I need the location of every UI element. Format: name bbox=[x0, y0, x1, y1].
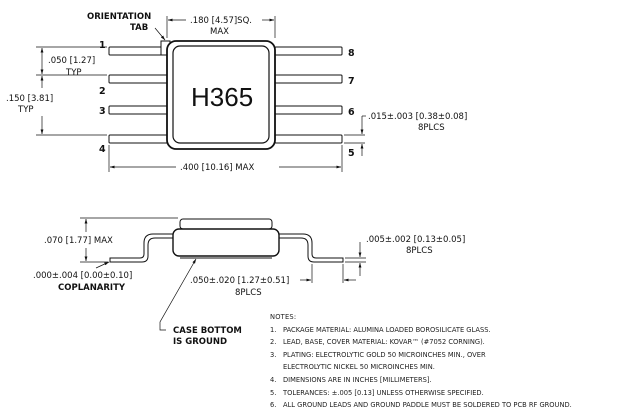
note-number: 2. bbox=[270, 338, 277, 347]
orientation-tab-label-line1: ORIENTATION bbox=[87, 12, 151, 22]
lead-6 bbox=[274, 105, 343, 115]
note-item: 6. ALL GROUND LEADS AND GROUND PADDLE MUS… bbox=[270, 399, 630, 412]
note-number: 6. bbox=[270, 401, 277, 410]
orientation-tab-leader bbox=[154, 27, 166, 41]
lead-thickness-qty: 8PLCS bbox=[406, 246, 433, 256]
pin-number-5: 5 bbox=[348, 148, 355, 159]
note-text: TOLERANCES: ±.005 [0.13] UNLESS OTHERWIS… bbox=[283, 388, 484, 397]
side-body bbox=[172, 228, 280, 257]
package-marking: H365 bbox=[191, 82, 253, 112]
note-item: 2. LEAD, BASE, COVER MATERIAL: KOVAR™ (#7… bbox=[270, 336, 630, 349]
body-dim-max: MAX bbox=[210, 27, 229, 37]
side-view bbox=[80, 217, 366, 331]
lead-width-qty: 8PLCS bbox=[418, 123, 445, 133]
note-number: 1. bbox=[270, 325, 277, 334]
note-item: 1. PACKAGE MATERIAL: ALUMINA LOADED BOROS… bbox=[270, 324, 630, 337]
pin-number-3: 3 bbox=[99, 106, 106, 117]
lead-1 bbox=[108, 46, 170, 56]
side-lead-right bbox=[279, 233, 344, 263]
coplanarity-leader bbox=[95, 261, 110, 269]
case-bottom-note: CASE BOTTOM IS GROUND bbox=[173, 326, 245, 347]
height-dim-label: .070 [1.77] MAX bbox=[44, 236, 113, 246]
span-dim-typ: TYP bbox=[17, 105, 34, 115]
orientation-tab-label-line2: TAB bbox=[130, 23, 148, 33]
notes-title: NOTES: bbox=[270, 313, 297, 321]
lead-7 bbox=[274, 74, 343, 84]
foot-dim-qty: 8PLCS bbox=[235, 288, 262, 298]
pitch-dim-typ: TYP bbox=[65, 68, 82, 78]
lead-5 bbox=[274, 134, 343, 144]
pin-number-8: 8 bbox=[348, 48, 355, 59]
lead-4 bbox=[108, 134, 170, 144]
notes-list: 1. PACKAGE MATERIAL: ALUMINA LOADED BOROS… bbox=[270, 324, 630, 412]
lead-2 bbox=[108, 74, 170, 84]
case-bottom-note-line2: IS GROUND bbox=[173, 337, 227, 347]
note-number: 5. bbox=[270, 388, 277, 397]
note-item: 3. PLATING: ELECTROLYTIC GOLD 50 MICROINC… bbox=[270, 349, 630, 362]
body-dim-label: .180 [4.57]SQ. bbox=[190, 16, 252, 26]
side-lid bbox=[179, 218, 273, 230]
note-number: 4. bbox=[270, 375, 277, 384]
note-item: 4. DIMENSIONS ARE IN INCHES [MILLIMETERS]… bbox=[270, 374, 630, 387]
note-text: DIMENSIONS ARE IN INCHES [MILLIMETERS]. bbox=[283, 375, 432, 384]
pitch-dim-label: .050 [1.27] bbox=[48, 56, 95, 66]
pin-number-6: 6 bbox=[348, 107, 355, 118]
note-number: 3. bbox=[270, 350, 277, 359]
coplanarity-label: COPLANARITY bbox=[58, 283, 126, 293]
note-text: LEAD, BASE, COVER MATERIAL: KOVAR™ (#705… bbox=[283, 338, 485, 347]
pin-number-7: 7 bbox=[348, 76, 355, 87]
coplanarity-dim-label: .000±.004 [0.00±0.10] bbox=[33, 271, 132, 281]
side-lead-left bbox=[109, 233, 173, 263]
lead-thickness-dim-label: .005±.002 [0.13±0.05] bbox=[366, 235, 465, 245]
span-dim-label: .150 [3.81] bbox=[6, 94, 53, 104]
pin-number-4: 4 bbox=[99, 144, 106, 155]
note-text: PACKAGE MATERIAL: ALUMINA LOADED BOROSIL… bbox=[283, 325, 491, 334]
notes-block: NOTES: 1. PACKAGE MATERIAL: ALUMINA LOADE… bbox=[270, 311, 630, 412]
note-text: ALL GROUND LEADS AND GROUND PADDLE MUST … bbox=[283, 401, 572, 410]
overall-dim-label: .400 [10.16] MAX bbox=[180, 163, 254, 173]
case-bottom-note-line1: CASE BOTTOM bbox=[173, 326, 242, 336]
note-text-continued: ELECTROLYTIC NICKEL 50 MICROINCHES MIN. bbox=[283, 363, 435, 372]
lead-8 bbox=[274, 46, 343, 56]
pin-number-2: 2 bbox=[99, 86, 106, 97]
package-body bbox=[166, 40, 276, 150]
foot-dim-label: .050±.020 [1.27±0.51] bbox=[190, 276, 289, 286]
lead-width-dim-label: .015±.003 [0.38±0.08] bbox=[368, 112, 467, 122]
package-lid bbox=[172, 45, 270, 144]
orientation-tab-label: ORIENTATION TAB bbox=[87, 12, 154, 33]
pin-number-1: 1 bbox=[99, 40, 106, 51]
top-view bbox=[36, 16, 366, 172]
note-text: PLATING: ELECTROLYTIC GOLD 50 MICROINCHE… bbox=[283, 350, 486, 359]
lead-3 bbox=[108, 105, 170, 115]
note-item: 5. TOLERANCES: ±.005 [0.13] UNLESS OTHERW… bbox=[270, 387, 630, 400]
case-bottom-leader bbox=[159, 258, 197, 331]
